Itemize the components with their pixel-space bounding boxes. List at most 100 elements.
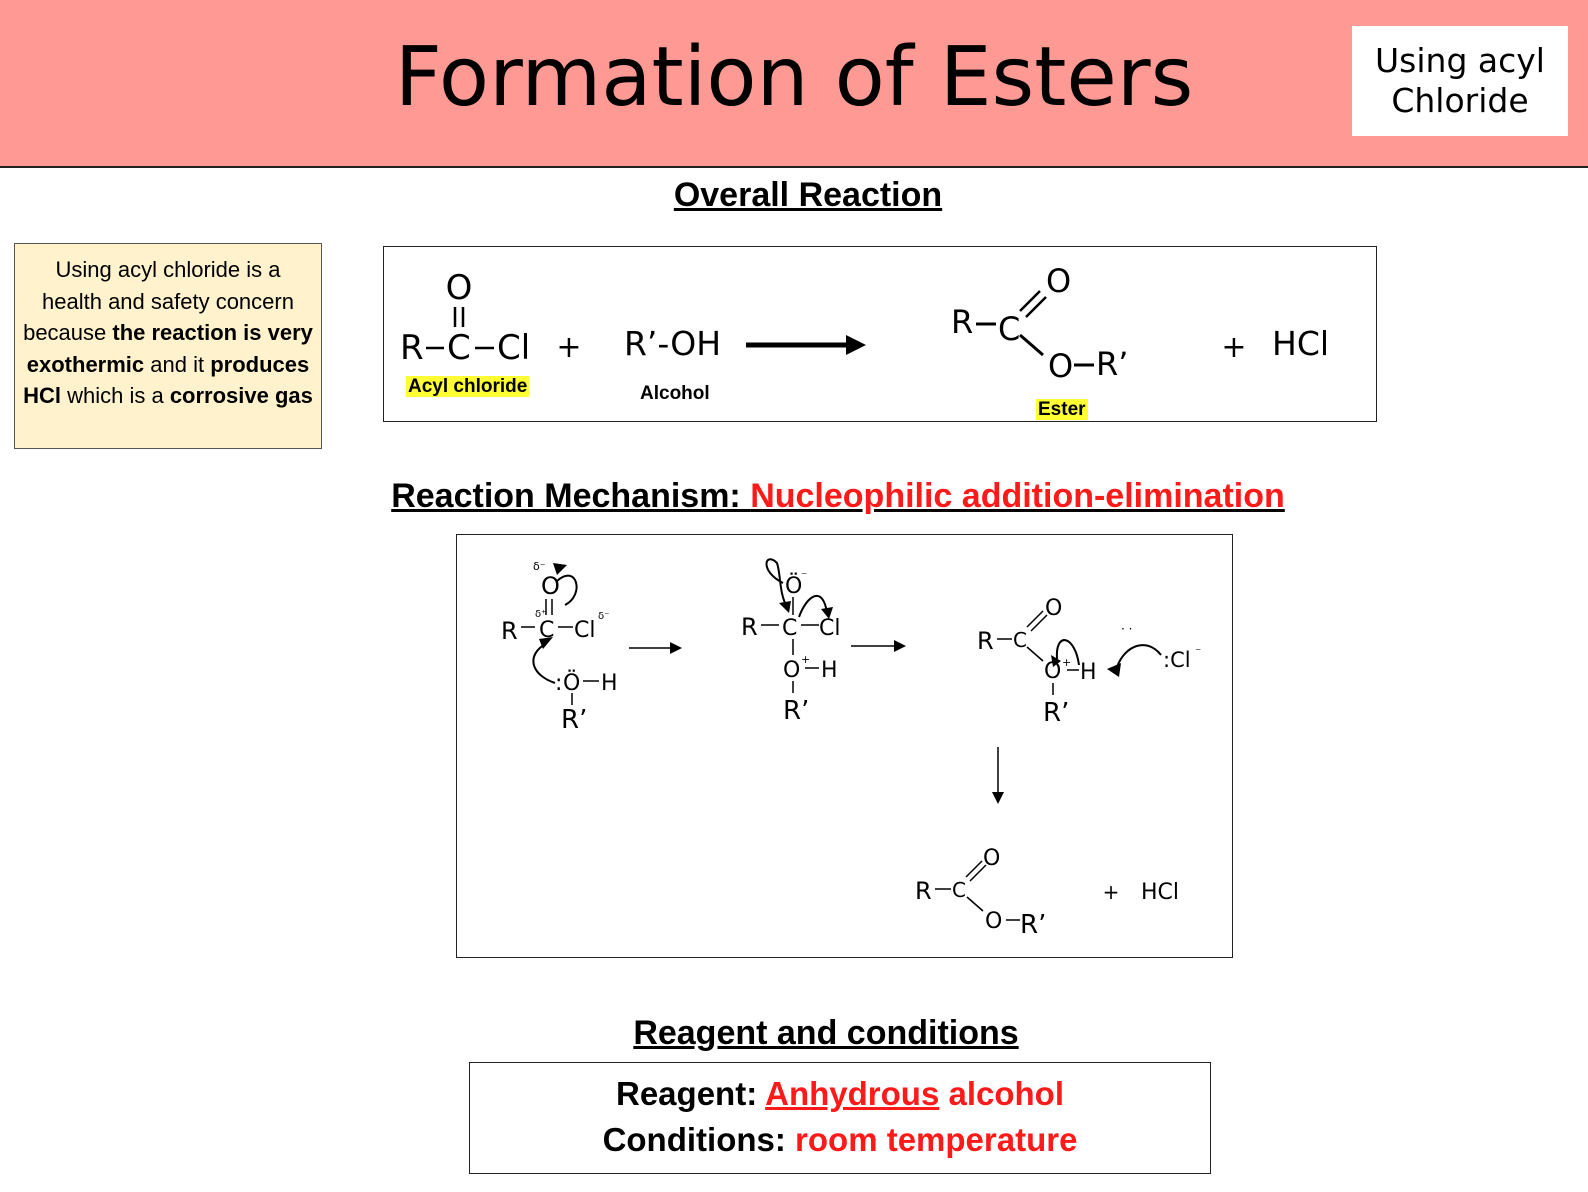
step3-o-plus: O	[1044, 659, 1061, 684]
step2-o-plus: O	[783, 658, 800, 683]
acyl-cl-atom: Cl	[497, 328, 530, 368]
reagent-alcohol: alcohol	[939, 1075, 1064, 1112]
reaction-arrow-head	[846, 335, 866, 355]
mechanism-step-2: Ö ⁻ R C Cl O + H R’	[741, 558, 840, 726]
hcl-product: HCl	[1272, 324, 1329, 363]
step3-h: H	[1080, 660, 1097, 685]
step2-curly-arrowhead-reform	[779, 601, 791, 613]
step2-r-prime: R’	[783, 696, 809, 726]
alcohol-formula: R’-OH	[624, 324, 721, 363]
reagent-box: Reagent: Anhydrous alcohol Conditions: r…	[469, 1062, 1211, 1174]
note-bold-corrosive: corrosive gas	[169, 383, 313, 408]
ester-o-double: O	[1046, 262, 1071, 300]
step4-r-prime: R’	[1020, 910, 1046, 940]
note-text-1: Using acyl chloride is a health and safe…	[23, 257, 294, 345]
step1-curly-arrow-attack	[532, 642, 556, 684]
note-bold-exothermic: the reaction is very exothermic	[26, 320, 313, 377]
reagent-heading: Reagent and conditions	[633, 1014, 1019, 1052]
step4-hcl: HCl	[1141, 880, 1179, 905]
reagent-anhydrous: Anhydrous	[765, 1075, 940, 1112]
step4-o-double: O	[983, 846, 1000, 871]
ester-r-atom: R	[951, 303, 973, 341]
step4-double-bond-b	[969, 864, 987, 882]
topic-tag: Using acyl Chloride	[1352, 26, 1568, 136]
step2-r: R	[741, 613, 758, 641]
plus-sign-1: +	[556, 330, 581, 365]
step1-r: R	[501, 617, 518, 645]
step3-plus-charge: +	[1062, 656, 1071, 669]
step4-c: C	[952, 878, 966, 902]
step3-double-bond-a	[1026, 610, 1044, 628]
step1-delta-c: δ⁺	[535, 609, 546, 620]
step1-nuc-lone-pair: :	[555, 671, 562, 696]
overall-reaction-heading: Overall Reaction	[673, 176, 943, 214]
acyl-c-atom: C	[447, 328, 471, 368]
page-title: Formation of Esters	[394, 30, 1194, 125]
header-banner	[0, 0, 1588, 168]
conditions-label: Conditions:	[602, 1121, 796, 1158]
ester-label-text: Ester	[1036, 399, 1088, 420]
note-bold-hcl: produces HCl	[23, 351, 310, 409]
step3-cl-ion: :Cl	[1163, 648, 1191, 672]
mechanism-heading-prefix: Reaction Mechanism:	[391, 477, 751, 515]
step3-curly-arrowhead-deprot	[1051, 655, 1061, 667]
ester-double-bond-a	[1019, 290, 1041, 312]
mechanism-box: δ⁻ O R δ⁺ C Cl δ⁻ : Ö H R’ Ö ⁻	[456, 534, 1233, 958]
step4-plus: +	[1103, 880, 1120, 904]
mechanism-step-4: R C O O R’ + HCl	[915, 846, 1179, 940]
conditions-line: Conditions: room temperature	[470, 1117, 1210, 1163]
ester-o-single: O	[1048, 347, 1073, 385]
acyl-chloride-label-text: Acyl chloride	[406, 376, 530, 397]
step2-h: H	[821, 658, 838, 683]
step3-double-bond-b	[1030, 614, 1048, 632]
step1-c: C	[539, 618, 554, 643]
ester-c-o-bond	[1019, 333, 1044, 357]
step2-curly-arrow-reform	[765, 558, 788, 608]
mechanism-diagram: δ⁻ O R δ⁺ C Cl δ⁻ : Ö H R’ Ö ⁻	[501, 558, 1201, 940]
step1-nuc-o: Ö	[563, 670, 580, 696]
overall-reaction-diagram: O R C Cl + R’-OH R C O O R’ + HCl	[400, 262, 1329, 385]
step1-curly-arrowhead-attack	[539, 637, 553, 649]
step1-o: O	[541, 572, 560, 600]
step1-cl: Cl	[574, 618, 595, 643]
step4-c-o-bond	[966, 896, 984, 912]
step2-plus-charge: +	[801, 653, 810, 666]
acyl-chloride-label: Acyl chloride	[406, 376, 530, 398]
step2-o-charge: ⁻	[801, 568, 807, 582]
step3-c-oplus-bond	[1026, 646, 1044, 662]
step3-curly-arrowhead-chloride	[1107, 663, 1121, 677]
ester-c-atom: C	[998, 310, 1020, 348]
overall-reaction-box: O R C Cl + R’-OH R C O O R’ + HCl Acyl c…	[383, 246, 1377, 422]
step1-delta-o: δ⁻	[533, 560, 546, 573]
step1-curly-arrow-top	[556, 574, 578, 606]
note-text-2: and it	[144, 351, 211, 377]
step3-cl-charge: ⁻	[1195, 644, 1201, 658]
alcohol-label: Alcohol	[640, 383, 710, 404]
step2-o: Ö	[785, 573, 802, 599]
acyl-r-atom: R	[400, 328, 424, 368]
step1-h: H	[601, 671, 618, 696]
step1-r-prime: R’	[561, 705, 587, 735]
step3-r-prime: R’	[1043, 698, 1069, 728]
safety-note: Using acyl chloride is a health and safe…	[14, 243, 322, 449]
step4-double-bond-a	[965, 860, 983, 878]
step2-cl: Cl	[819, 616, 840, 641]
step1-curly-arrowhead-top	[553, 563, 567, 575]
step4-r: R	[915, 877, 932, 905]
step2-curly-arrow-leave	[798, 594, 828, 618]
plus-sign-2: +	[1221, 330, 1246, 365]
step3-o-double: O	[1045, 596, 1062, 621]
mechanism-step-3: R C O O + H · · :Cl ⁻ R’	[977, 596, 1201, 728]
step2-curly-arrowhead-leave	[821, 607, 833, 619]
step3-curly-arrow-deprot	[1055, 639, 1080, 666]
acyl-o-atom: O	[446, 268, 473, 308]
ester-label: Ester	[1036, 399, 1088, 421]
topic-tag-line1: Using acyl	[1375, 41, 1545, 80]
step1-delta-cl: δ⁻	[598, 611, 609, 622]
step3-r: R	[977, 627, 994, 655]
ester-r-prime: R’	[1096, 345, 1128, 383]
mechanism-step-1: δ⁻ O R δ⁺ C Cl δ⁻ : Ö H R’	[501, 560, 618, 735]
mechanism-type: Nucleophilic addition-elimination	[750, 477, 1285, 515]
reagent-label: Reagent:	[616, 1075, 766, 1112]
step3-c: C	[1013, 628, 1027, 652]
